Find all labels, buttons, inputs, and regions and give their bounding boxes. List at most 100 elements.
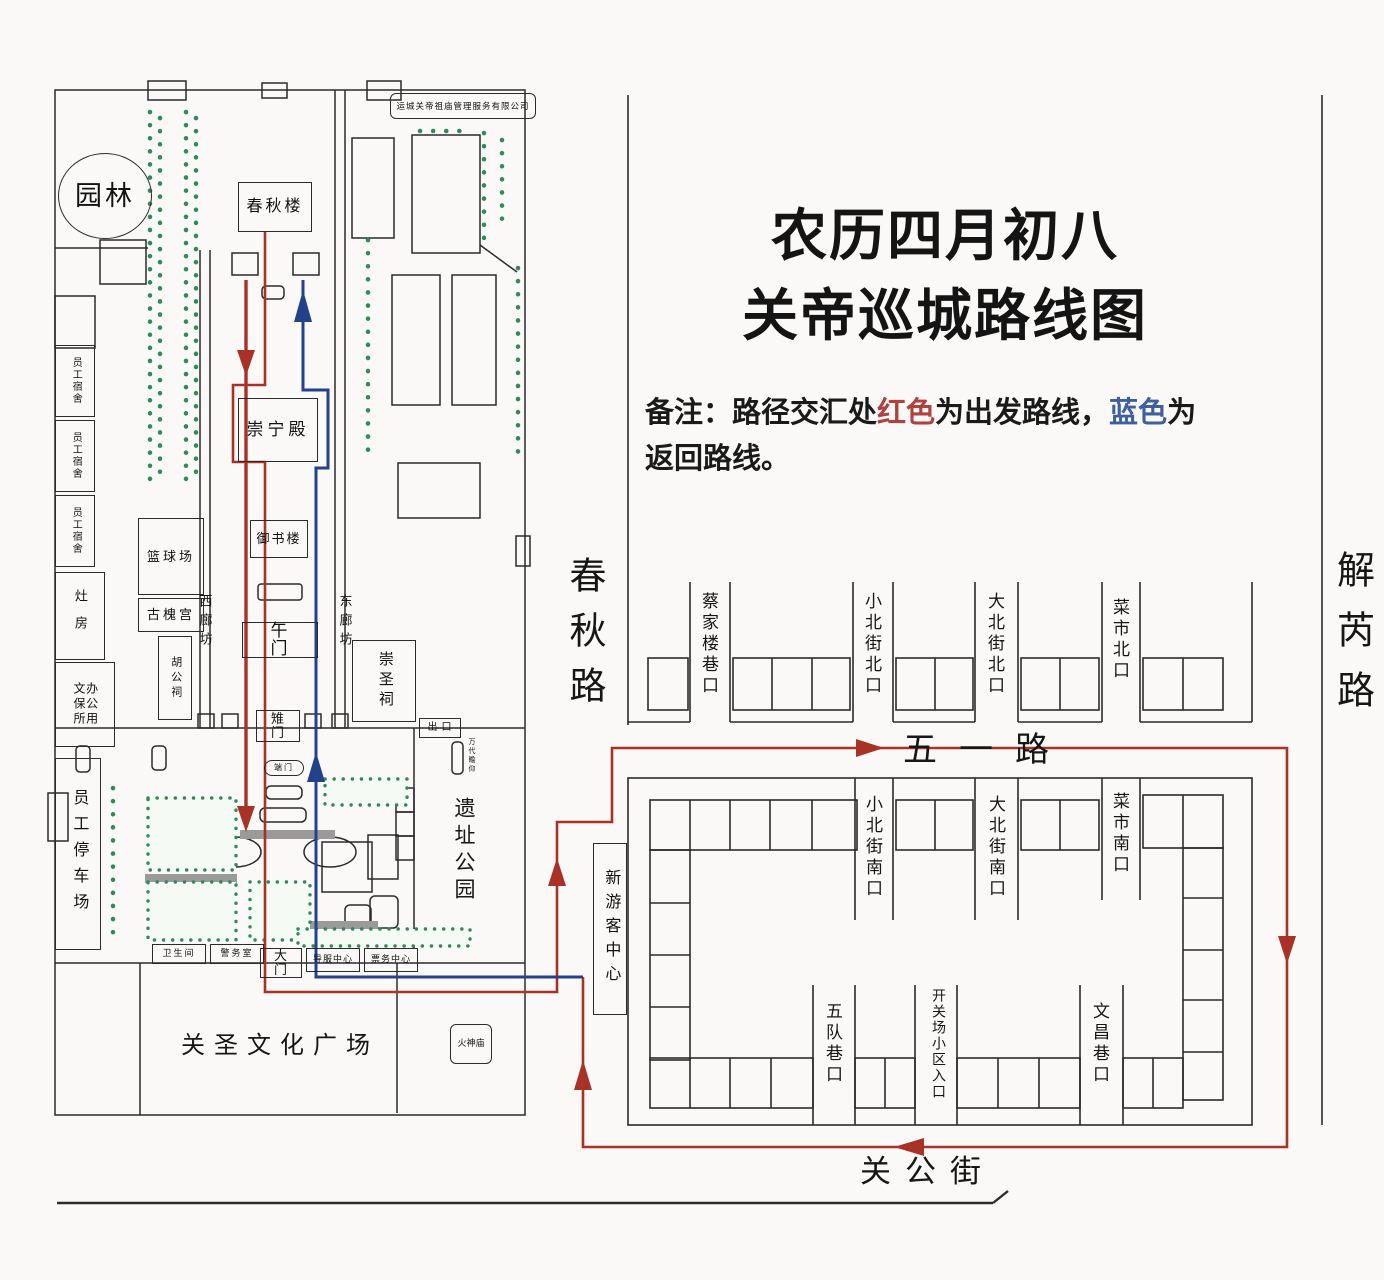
- fire-god-temple: 火神庙: [450, 1024, 492, 1064]
- map-title-line2: 关帝巡城路线图: [742, 283, 1148, 347]
- jierui-road-label: 解芮路: [1328, 540, 1376, 740]
- dorm-1: 员工宿舍: [55, 345, 95, 417]
- temple-walls: [47, 80, 531, 1116]
- yushu-tower-label: 御书楼: [256, 531, 302, 547]
- west-corridor-text: 西廊坊: [197, 593, 213, 651]
- entrance-kaiguanchang: 开关场小区入口: [927, 988, 947, 1122]
- fire-god-temple-label: 火神庙: [457, 1038, 485, 1049]
- entrance-caijialou: 蔡家楼巷口: [699, 592, 721, 714]
- entrance-xiaobei-north: 小北街北口: [862, 592, 884, 714]
- entrance-wudui-text: 五队巷口: [823, 1002, 842, 1086]
- chongning-hall: 崇宁殿: [238, 398, 318, 462]
- main-gate-label: 大门: [273, 948, 293, 977]
- guhuai-palace: 古槐宫: [138, 598, 204, 632]
- wu-gate: 午门: [242, 622, 318, 658]
- chunqiu-road-text: 春秋路: [563, 555, 604, 721]
- red-route-arrows: [237, 350, 1296, 1156]
- new-visitor-center-label: 新游客中心: [602, 869, 620, 989]
- duan-gate: 端门: [264, 760, 304, 776]
- chongsheng-shrine: 崇圣祠: [352, 640, 416, 722]
- entrance-wenchang-text: 文昌巷口: [1090, 1002, 1109, 1086]
- wandai-archway-label: 万代瞻仰: [465, 738, 477, 802]
- dorm-2: 员工宿舍: [55, 420, 95, 492]
- entrance-dabei-north: 大北街北口: [985, 592, 1007, 714]
- entrance-xiaobei-south-text: 小北街南口: [863, 795, 882, 900]
- guangong-street-label: 关公街: [845, 1148, 1010, 1189]
- exit-gate: 出口: [419, 718, 461, 738]
- police-room: 警务室: [210, 944, 264, 964]
- departure-route-red: [231, 232, 1296, 1156]
- staff-parking-label: 员工停车场: [70, 789, 88, 919]
- wandai-archway-text: 万代瞻仰: [468, 738, 476, 774]
- hugong-shrine-label: 胡公祠: [169, 655, 182, 701]
- west-corridor-label: 西廊坊: [196, 582, 214, 662]
- return-route-blue: [294, 280, 583, 979]
- city-grid: [57, 95, 1323, 1205]
- entrance-xiaobei-north-text: 小北街北口: [862, 592, 881, 697]
- guhuai-palace-label: 古槐宫: [146, 607, 195, 623]
- wu-gate-label: 午门: [270, 621, 304, 658]
- zhi-gate-label: 雉门: [270, 711, 290, 740]
- yushu-tower: 御书楼: [250, 520, 308, 558]
- note-middle: 为出发路线，: [935, 397, 1110, 429]
- basketball-court-label: 篮球场: [146, 548, 195, 564]
- note-prefix: 备注：路径交汇处: [645, 397, 878, 429]
- tree-rows: [110, 109, 521, 936]
- entrance-xiaobei-south: 小北街南口: [863, 795, 885, 917]
- basketball-court: 篮球场: [138, 518, 204, 595]
- guide-center-label: 导服中心: [312, 954, 353, 965]
- note-blue-word: 蓝色: [1109, 397, 1168, 429]
- dorm-2-label: 员工宿舍: [70, 432, 82, 480]
- ruins-park-text: 遗址公园: [452, 797, 476, 905]
- forecourt-gardens: [146, 777, 472, 948]
- map-title: 农历四月初八 关帝巡城路线图: [655, 196, 1235, 355]
- chunqiu-tower-label: 春秋楼: [246, 197, 304, 215]
- chunqiu-tower: 春秋楼: [238, 182, 312, 232]
- wuyi-road-text: 五一路: [903, 731, 1071, 769]
- garden-label: 园林: [75, 180, 135, 211]
- entrance-caishi-north: 菜市北口: [1110, 598, 1132, 702]
- zhi-gate: 雉门: [256, 710, 300, 742]
- dorm-3-label: 员工宿舍: [70, 507, 82, 555]
- company-box: 运城关帝祖庙管理服务有限公司: [390, 93, 536, 119]
- wuyi-road-label: 五一路: [902, 724, 1072, 769]
- entrance-wenchang: 文昌巷口: [1090, 1002, 1112, 1106]
- chongning-hall-label: 崇宁殿: [246, 420, 310, 440]
- entrance-caishi-north-text: 菜市北口: [1110, 598, 1129, 682]
- exit-gate-label: 出口: [427, 721, 456, 733]
- entrance-caishi-south-text: 菜市南口: [1110, 792, 1129, 876]
- duan-gate-label: 端门: [274, 762, 294, 772]
- note-suffix: 为返回路线。: [645, 397, 1197, 476]
- east-corridor-label: 东廊坊: [336, 582, 354, 662]
- culture-plaza-label: 关圣文化广场: [150, 1022, 410, 1062]
- heritage-office-label: 文保所办公用: [72, 682, 99, 727]
- dorm-3: 员工宿舍: [55, 495, 95, 567]
- guangong-street-text: 关公街: [860, 1153, 995, 1189]
- heritage-office: 文保所办公用: [55, 662, 115, 747]
- chunqiu-road-label: 春秋路: [560, 548, 606, 728]
- east-corridor-text: 东廊坊: [337, 593, 353, 651]
- ruins-park-label: 遗址公园: [448, 795, 480, 907]
- entrance-caijialou-text: 蔡家楼巷口: [699, 592, 718, 697]
- company-label: 运城关帝祖庙管理服务有限公司: [396, 100, 530, 111]
- hugong-shrine: 胡公祠: [158, 636, 192, 720]
- entrance-dabei-north-text: 大北街北口: [985, 592, 1004, 697]
- map-title-line1: 农历四月初八: [771, 204, 1119, 267]
- chongsheng-shrine-label: 崇圣祠: [376, 651, 393, 711]
- entrance-dabei-south: 大北街南口: [986, 795, 1008, 917]
- blue-route-arrows: [294, 290, 325, 782]
- entrance-dabei-south-text: 大北街南口: [986, 795, 1005, 900]
- note-red-word: 红色: [877, 397, 936, 429]
- dorm-1-label: 员工宿舍: [70, 357, 82, 405]
- toilet-label: 卫生间: [162, 948, 196, 959]
- jierui-road-text: 解芮路: [1330, 550, 1373, 730]
- forecourt-steps: [145, 830, 378, 929]
- map-note: 备注：路径交汇处红色为出发路线，蓝色为返回路线。: [645, 390, 1220, 483]
- kitchen: 灶房: [55, 572, 105, 660]
- entrance-wudui: 五队巷口: [823, 1002, 845, 1106]
- main-gate: 大门: [260, 948, 302, 978]
- entrance-kaiguanchang-text: 开关场小区入口: [930, 988, 945, 1100]
- culture-plaza-text: 关圣文化广场: [181, 1032, 379, 1059]
- guide-center: 导服中心: [306, 948, 360, 972]
